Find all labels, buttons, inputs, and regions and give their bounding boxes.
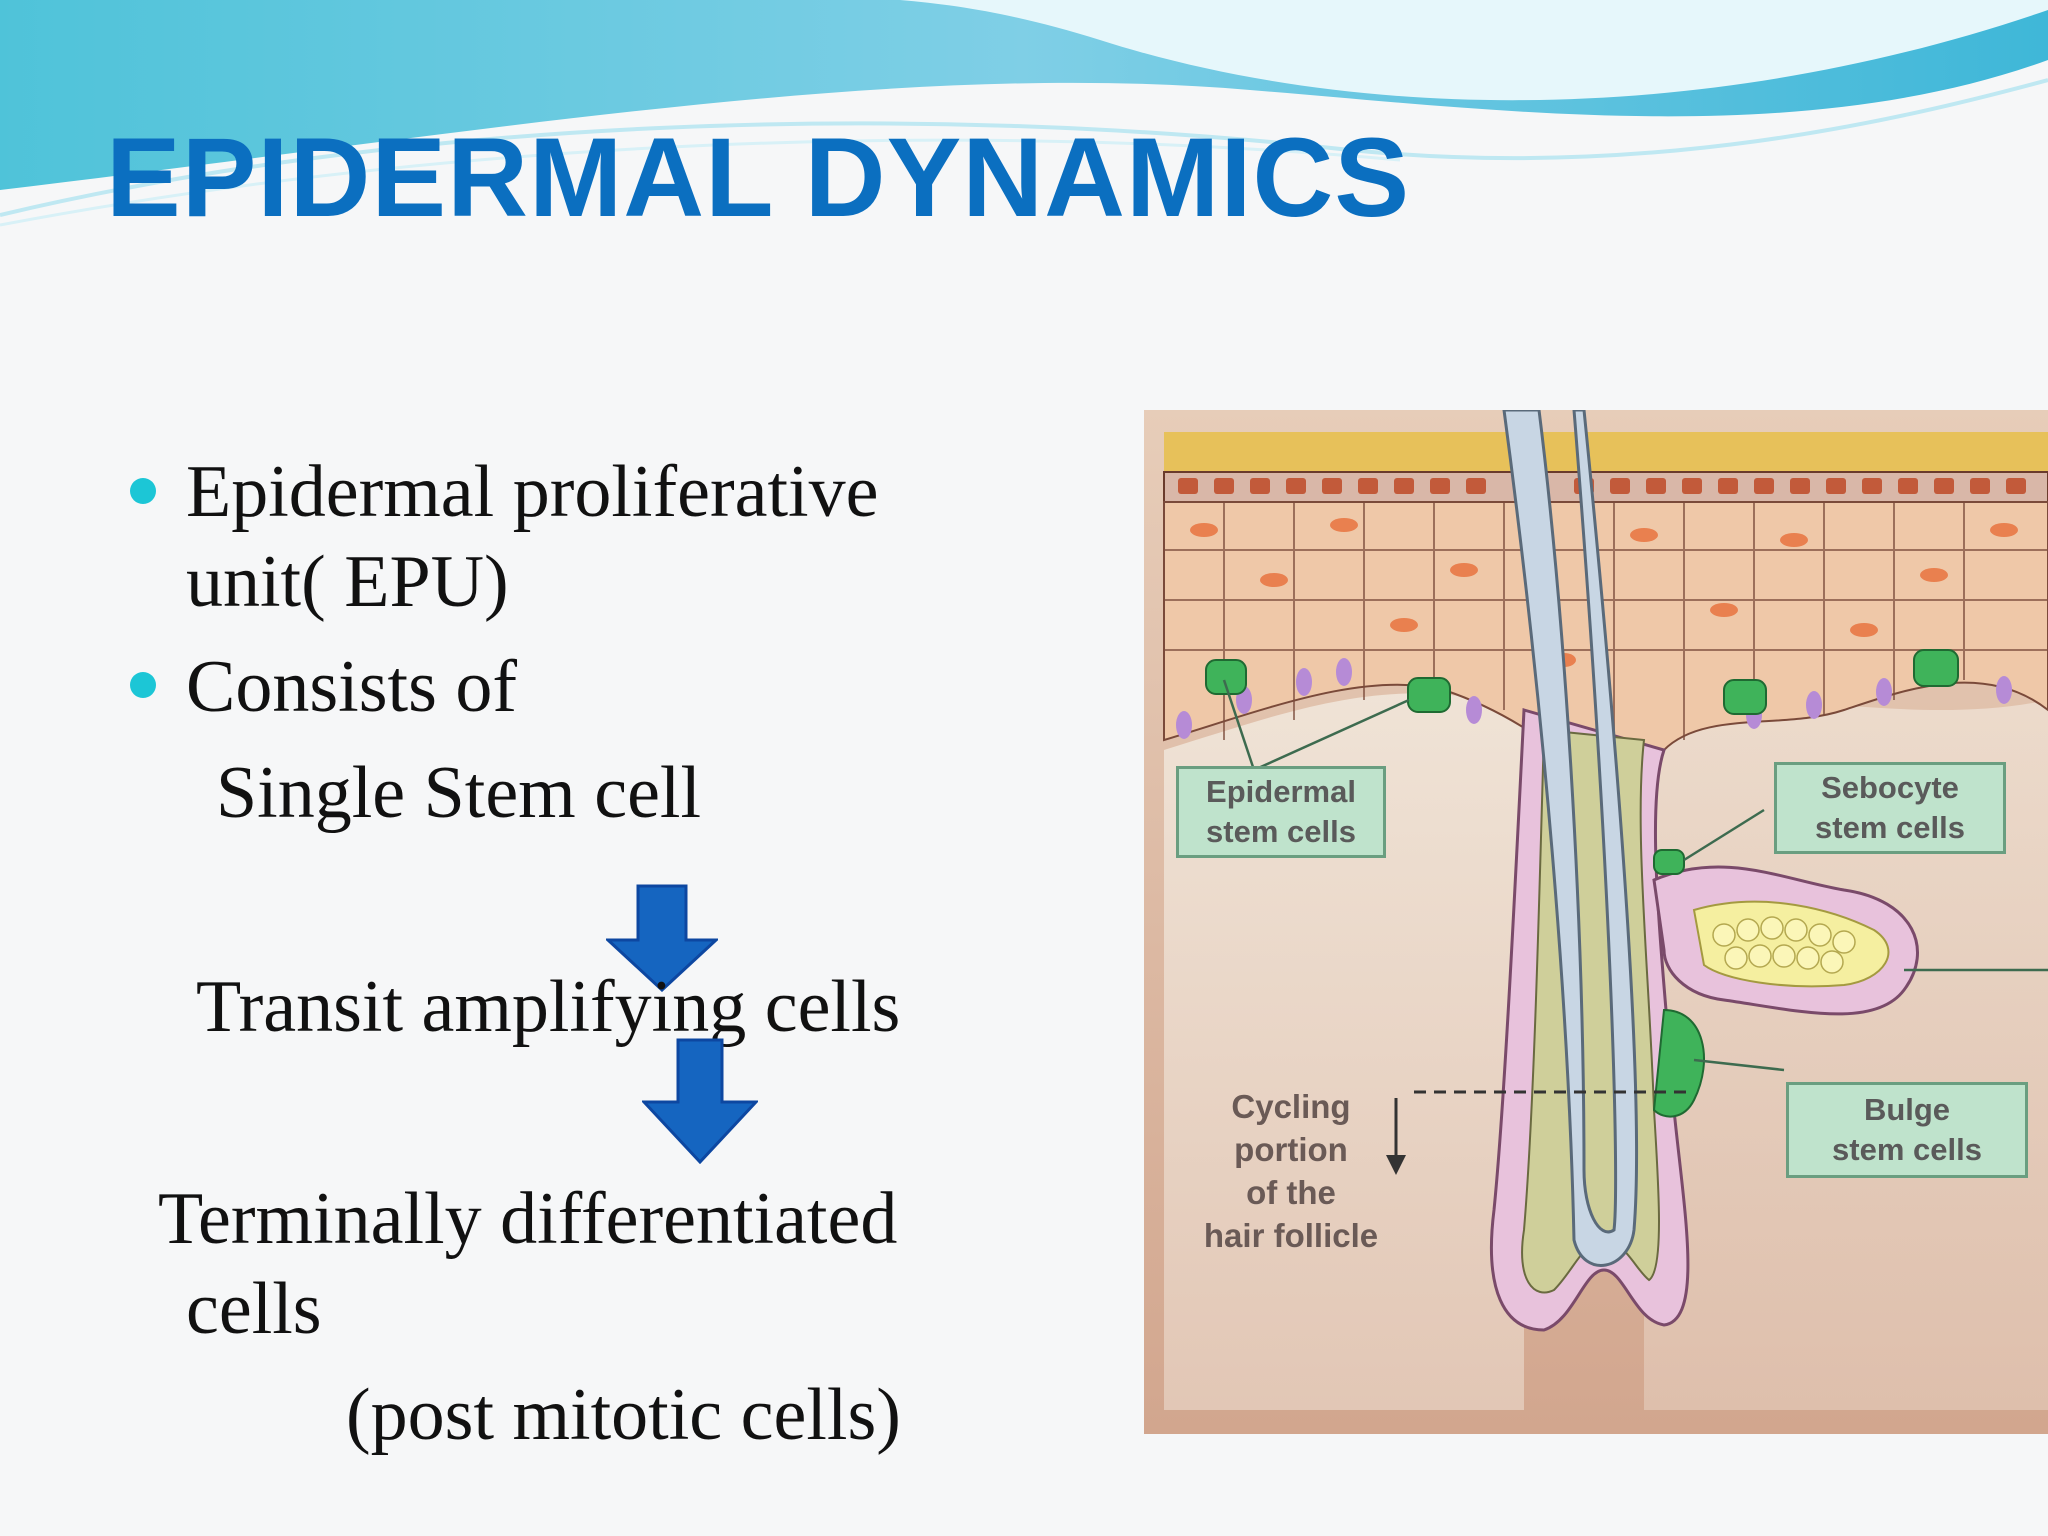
label-bulge-line-2: stem cells [1832,1132,1982,1167]
bullet-1-line-1: Epidermal proliferative [186,451,879,533]
flow-step-post-mitotic-note: (post mitotic cells) [346,1374,901,1456]
skin-cross-section-illustration [1144,410,2048,1434]
bullet-1-line-2: unit( EPU) [186,541,509,623]
label-cycling-line-4: hair follicle [1203,1216,1379,1254]
label-cycling-line-3: of the [1246,1173,1336,1211]
label-cycling-portion: Cycling portion of the hair follicle [1186,1086,1396,1258]
flow-step-cells: cells [186,1268,322,1350]
flow-step-terminally-differentiated: Terminally differentiated [158,1178,898,1260]
label-sebocyte-stem-cells: Sebocyte stem cells [1774,762,2006,854]
header-wave-decoration [0,0,2048,227]
label-sebocyte-line-2: stem cells [1815,810,1965,845]
down-arrow-icon [606,884,718,992]
label-cycling-line-2: portion [1234,1130,1348,1168]
flow-step-single-stem-cell: Single Stem cell [216,752,702,834]
label-epidermal-line-2: stem cells [1206,814,1356,849]
label-epidermal-line-1: Epidermal [1206,773,1356,809]
label-cycling-line-1: Cycling [1231,1088,1351,1125]
bullet-dot-icon [130,672,156,698]
label-sebocyte-line-1: Sebocyte [1821,769,1959,805]
label-bulge-stem-cells: Bulge stem cells [1786,1082,2028,1178]
bullet-dot-icon [130,478,156,504]
label-bulge-line-1: Bulge [1863,1091,1951,1127]
down-arrow-icon [642,1038,758,1164]
slide-title: EPIDERMAL DYNAMICS [106,115,1411,240]
bullet-2-line-1: Consists of [186,646,518,728]
flow-step-transit-amplifying: Transit amplifying cells [196,966,901,1048]
label-epidermal-stem-cells: Epidermal stem cells [1176,766,1386,858]
hair-follicle-diagram: Epidermal stem cells Sebocyte stem cells… [1144,410,2048,1434]
